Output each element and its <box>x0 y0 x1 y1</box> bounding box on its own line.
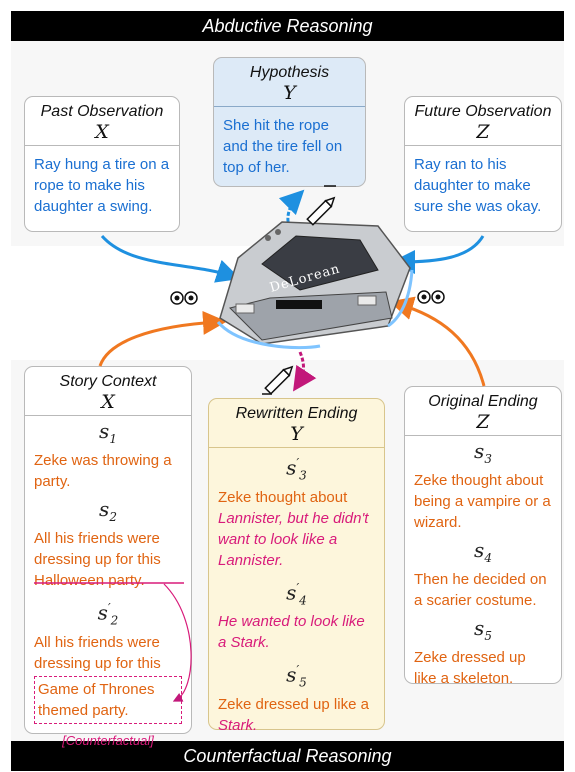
hypothesis-card: Hypothesis Y She hit the rope and the ti… <box>213 57 366 187</box>
arrow-past-to-car <box>100 235 241 283</box>
rewritten-ending-header: Rewritten Ending Y <box>209 399 384 448</box>
arrow-future-to-car <box>391 235 485 274</box>
s3-label: s3 <box>474 439 492 466</box>
abductive-banner: Abductive Reasoning <box>11 11 564 41</box>
story-context-card: Story Context X s1 Zeke was throwing a p… <box>24 366 192 748</box>
future-observation-card: Future Observation Z Ray ran to his daug… <box>404 96 562 232</box>
story-context-var: X <box>101 391 115 413</box>
original-ending-body: s3 Zeke thought about being a vampire or… <box>405 436 561 703</box>
counterfactual-label: [Counterfactual] <box>62 732 154 748</box>
pencil-icon-top <box>306 196 336 226</box>
past-observation-card: Past Observation X Ray hung a tire on a … <box>24 96 180 232</box>
hypothesis-var: Y <box>283 82 296 104</box>
s5-label: s5 <box>474 616 492 643</box>
counterfactual-banner: Counterfactual Reasoning <box>11 741 564 771</box>
s4-text: Then he decided on a scarier costume. <box>414 571 547 609</box>
s3-prime-label: s′3 <box>286 455 307 483</box>
eyes-icon-left <box>170 291 198 305</box>
story-context-body: s1 Zeke was throwing a party. s2 All his… <box>25 416 191 759</box>
arrow-context-to-car <box>98 310 227 367</box>
story-context-title: Story Context <box>59 373 157 390</box>
original-ending-card: Original Ending Z s3 Zeke thought about … <box>404 386 562 687</box>
arrow-car-to-rewritten <box>293 351 317 392</box>
rewritten-ending-var: Y <box>290 423 303 445</box>
future-observation-var: Z <box>476 121 490 143</box>
hypothesis-title: Hypothesis <box>249 64 330 81</box>
s1-text: Zeke was throwing a party. <box>34 452 172 490</box>
future-observation-header: Future Observation Z <box>405 97 561 146</box>
s1-label: s1 <box>99 419 117 446</box>
past-observation-text: Ray hung a tire on a rope to make his da… <box>34 156 170 215</box>
car-icon <box>216 221 414 350</box>
eyes-icon-right <box>417 290 445 304</box>
past-observation-var: X <box>95 121 109 143</box>
s2-prime-text: All his friends were dressing up for thi… <box>34 633 161 672</box>
original-ending-var: Z <box>476 411 490 433</box>
story-context-header: Story Context X <box>25 367 191 416</box>
s2-prime-label: s′2 <box>97 600 119 628</box>
past-observation-header: Past Observation X <box>25 97 179 146</box>
past-observation-title: Past Observation <box>40 103 164 120</box>
s5-text: Zeke dressed up like a skeleton. <box>414 649 526 687</box>
original-ending-header: Original Ending Z <box>405 387 561 436</box>
future-observation-text: Ray ran to his daughter to make sure she… <box>414 156 542 215</box>
s5-prime-text: Zeke dressed up like a Stark. <box>218 695 369 734</box>
arrow-s2-to-counterfactual <box>163 583 192 702</box>
pencil-icon-bottom <box>264 365 294 395</box>
rewritten-ending-card: Rewritten Ending Y s′3 Zeke thought abou… <box>208 398 385 734</box>
s3-text: Zeke thought about being a vampire or a … <box>414 472 551 531</box>
s4-prime-text: He wanted to look like a Stark. <box>218 613 365 652</box>
s4-label: s4 <box>474 538 492 565</box>
s2-label: s2 <box>99 497 117 524</box>
hypothesis-text: She hit the rope and the tire fell on to… <box>223 117 343 176</box>
rewritten-ending-body: s′3 Zeke thought about Lannister, but he… <box>209 448 384 750</box>
rewritten-ending-title: Rewritten Ending <box>235 405 358 422</box>
arrow-original-to-car <box>389 296 486 387</box>
s4-prime-label: s′4 <box>286 580 307 608</box>
s3-prime-text: Zeke thought about Lannister, but he did… <box>218 488 369 569</box>
s2-text: All his friends were dressing up for thi… <box>34 530 161 589</box>
original-ending-title: Original Ending <box>428 393 538 410</box>
future-observation-title: Future Observation <box>414 103 552 120</box>
hypothesis-header: Hypothesis Y <box>214 58 365 107</box>
s5-prime-label: s′5 <box>286 662 307 690</box>
